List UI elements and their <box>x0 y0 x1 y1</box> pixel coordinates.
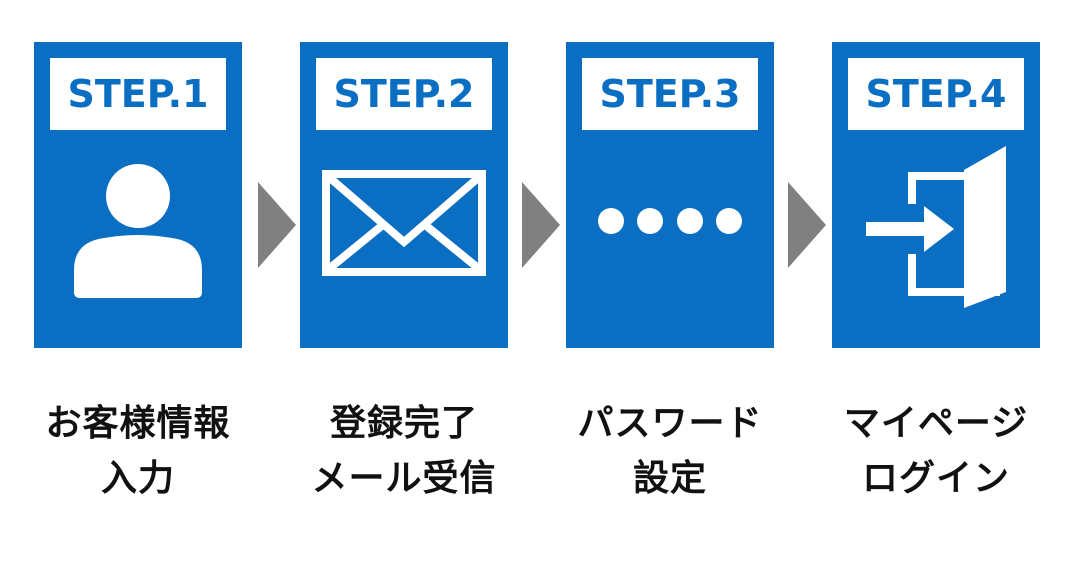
step-4-card: STEP.4 <box>832 42 1040 348</box>
login-door-icon <box>866 146 1006 308</box>
step-1-caption: お客様情報 入力 <box>18 396 258 506</box>
step-1-caption-line2: 入力 <box>100 458 175 499</box>
step-4-caption: マイページ ログイン <box>816 396 1056 506</box>
step-4-badge: STEP.4 <box>848 58 1024 130</box>
step-4-caption-line2: ログイン <box>861 458 1010 499</box>
step-3-badge: STEP.3 <box>582 58 758 130</box>
step-3-card: STEP.3 <box>566 42 774 348</box>
step-2-caption-line2: メール受信 <box>311 458 497 499</box>
step-2-card: STEP.2 <box>300 42 508 348</box>
step-1-caption-line1: お客様情報 <box>45 403 231 444</box>
step-2-badge: STEP.2 <box>316 58 492 130</box>
step-2-caption: 登録完了 メール受信 <box>284 396 524 506</box>
step-1-card: STEP.1 <box>34 42 242 348</box>
person-icon <box>74 164 202 298</box>
step-arrow-1 <box>258 182 296 268</box>
step-3-caption-line2: 設定 <box>632 458 707 499</box>
step-3-caption-line1: パスワード <box>577 403 763 444</box>
password-dots-icon <box>598 208 742 234</box>
step-2-caption-line1: 登録完了 <box>329 403 478 444</box>
step-1-badge: STEP.1 <box>50 58 226 130</box>
step-arrow-3 <box>788 182 826 268</box>
envelope-icon <box>322 170 486 276</box>
step-3-caption: パスワード 設定 <box>550 396 790 506</box>
step-4-caption-line1: マイページ <box>843 403 1029 444</box>
step-arrow-2 <box>522 182 560 268</box>
